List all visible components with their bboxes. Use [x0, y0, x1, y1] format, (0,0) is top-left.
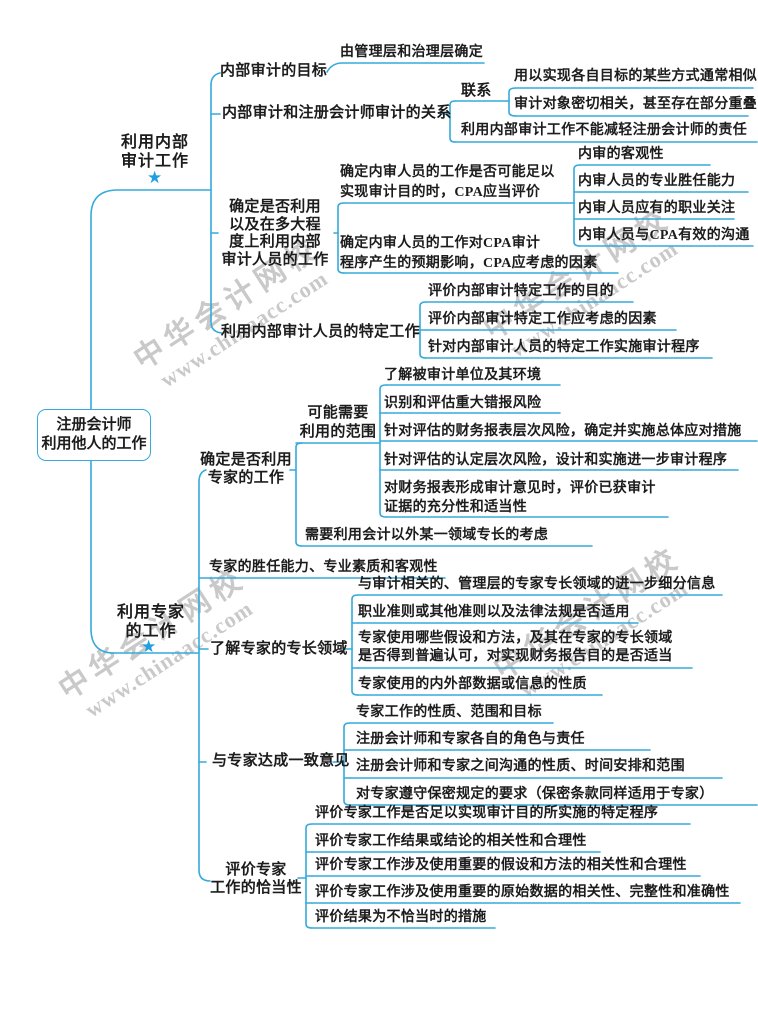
leaf-agree-2: 注册会计师和专家各自的角色与责任 — [356, 732, 585, 747]
node-relation-link: 联系 — [461, 83, 492, 99]
leaf-scope-4: 针对评估的认定层次风险，设计和实施进一步审计程序 — [384, 453, 728, 468]
leaf-relation-link-1: 用以实现各自目标的某些方式通常相似 — [514, 69, 758, 84]
node-internal-extent: 确定是否利用 以及在多大程 度上利用内部 审计人员的工作 — [221, 199, 329, 268]
leaf-field-2: 职业准则或其他准则以及法律法规是否适用 — [358, 605, 630, 620]
star-icon: ★ — [147, 168, 163, 187]
root-node: 注册会计师 利用他人的工作 — [37, 409, 151, 461]
node-internal-goal: 内部审计的目标 — [220, 63, 328, 79]
leaf-specific-procedures: 针对内部审计人员的特定工作实施审计程序 — [428, 340, 700, 355]
leaf-evaluate-care: 内审人员应有的职业关注 — [578, 201, 736, 216]
leaf-expert-evaluate-2: 评价专家工作结果或结论的相关性和合理性 — [315, 834, 587, 849]
leaf-relation-note: 利用内部审计工作不能减轻注册会计师的责任 — [461, 123, 747, 138]
node-expert-field: 了解专家的专长领域 — [210, 641, 348, 657]
leaf-impact-factors: 确定内审人员的工作对CPA审计 程序产生的预期影响，CPA应考虑的因素 — [340, 236, 598, 271]
node-expert-agree: 与专家达成一致意见 — [212, 753, 350, 769]
leaf-agree-3: 注册会计师和专家之间沟通的性质、时间安排和范围 — [356, 759, 685, 774]
branch-expert-work-label: 利用专家 的工作 — [116, 604, 185, 640]
leaf-specific-factors: 评价内部审计特定工作应考虑的因素 — [428, 312, 657, 327]
branch-internal-audit-label: 利用内部 审计工作 — [120, 134, 189, 170]
node-cpa-evaluate: 确定内审人员的工作是否可能足以 实现审计目的时，CPA应当评价 — [340, 165, 555, 200]
leaf-expert-evaluate-1: 评价专家工作是否足以实现审计目的所实施的特定程序 — [315, 806, 659, 821]
node-internal-relation: 内部审计和注册会计师审计的关系 — [222, 105, 452, 121]
leaf-field-3: 专家使用哪些假设和方法，及其在专家的专长领域 是否得到普遍认可，对实现财务报告目… — [358, 631, 673, 664]
leaf-agree-4: 对专家遵守保密规定的要求（保密条款同样适用于专家） — [356, 787, 714, 802]
leaf-relation-link-2: 审计对象密切相关，甚至存在部分重叠 — [514, 97, 758, 112]
leaf-scope-2: 识别和评估重大错报风险 — [384, 396, 542, 411]
leaf-expert-need: 需要利用会计以外某一领域专长的考虑 — [305, 528, 549, 543]
leaf-scope-5: 对财务报表形成审计意见时，评价已获审计 证据的充分性和适当性 — [384, 481, 656, 515]
leaf-expert-evaluate-5: 评价结果为不恰当时的措施 — [315, 910, 487, 925]
node-expert-scope: 可能需要 利用的范围 — [299, 405, 377, 440]
leaf-scope-1: 了解被审计单位及其环境 — [384, 368, 542, 383]
leaf-expert-evaluate-4: 评价专家工作涉及使用重要的原始数据的相关性、完整性和准确性 — [315, 885, 730, 900]
node-internal-specific: 利用内部审计人员的特定工作 — [221, 324, 420, 340]
leaf-agree-1: 专家工作的性质、范围和目标 — [356, 705, 542, 720]
leaf-field-4: 专家使用的内外部数据或信息的性质 — [358, 677, 587, 692]
leaf-evaluate-objectivity: 内审的客观性 — [578, 147, 664, 162]
node-expert-evaluate: 评价专家 工作的恰当性 — [210, 862, 302, 896]
star-icon: ★ — [141, 637, 157, 656]
leaf-specific-purpose: 评价内部审计特定工作的目的 — [428, 284, 614, 299]
leaf-goal-determined-by: 由管理层和治理层确定 — [340, 45, 483, 60]
leaf-evaluate-communication: 内审人员与CPA有效的沟通 — [578, 228, 750, 243]
leaf-expert-evaluate-3: 评价专家工作涉及使用重要的假设和方法的相关性和合理性 — [315, 858, 687, 873]
leaf-field-1: 与审计相关的、管理层的专家专长领域的进一步细分信息 — [358, 577, 716, 592]
leaf-evaluate-competence: 内审人员的专业胜任能力 — [578, 174, 736, 189]
leaf-expert-competence: 专家的胜任能力、专业素质和客观性 — [209, 560, 438, 575]
leaf-scope-3: 针对评估的财务报表层次风险，确定并实施总体应对措施 — [384, 424, 742, 439]
node-expert-decide: 确定是否利用 专家的工作 — [200, 452, 292, 486]
